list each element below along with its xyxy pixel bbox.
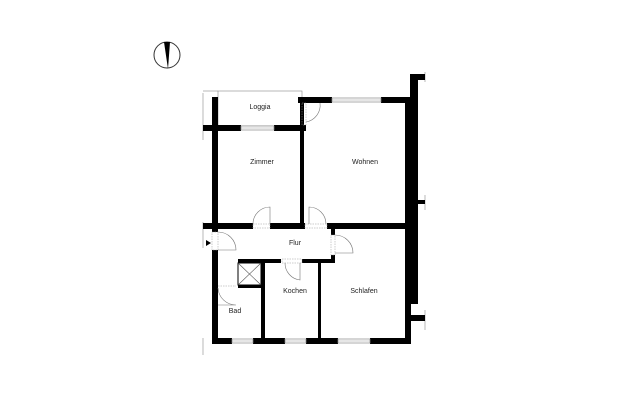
room-label-flur: Flur xyxy=(289,240,302,247)
north-arrow-icon xyxy=(153,41,181,69)
room-label-bad: Bad xyxy=(229,308,242,315)
doors xyxy=(211,102,354,306)
shaft xyxy=(237,262,262,286)
windows xyxy=(231,97,382,344)
room-label-wohnen: Wohnen xyxy=(352,159,378,166)
room-label-zimmer: Zimmer xyxy=(250,159,274,166)
entrance-arrow-icon xyxy=(206,240,211,246)
room-label-loggia: Loggia xyxy=(249,104,270,111)
walls xyxy=(203,74,425,344)
room-label-schlafen: Schlafen xyxy=(350,288,377,295)
room-label-kochen: Kochen xyxy=(283,288,307,295)
